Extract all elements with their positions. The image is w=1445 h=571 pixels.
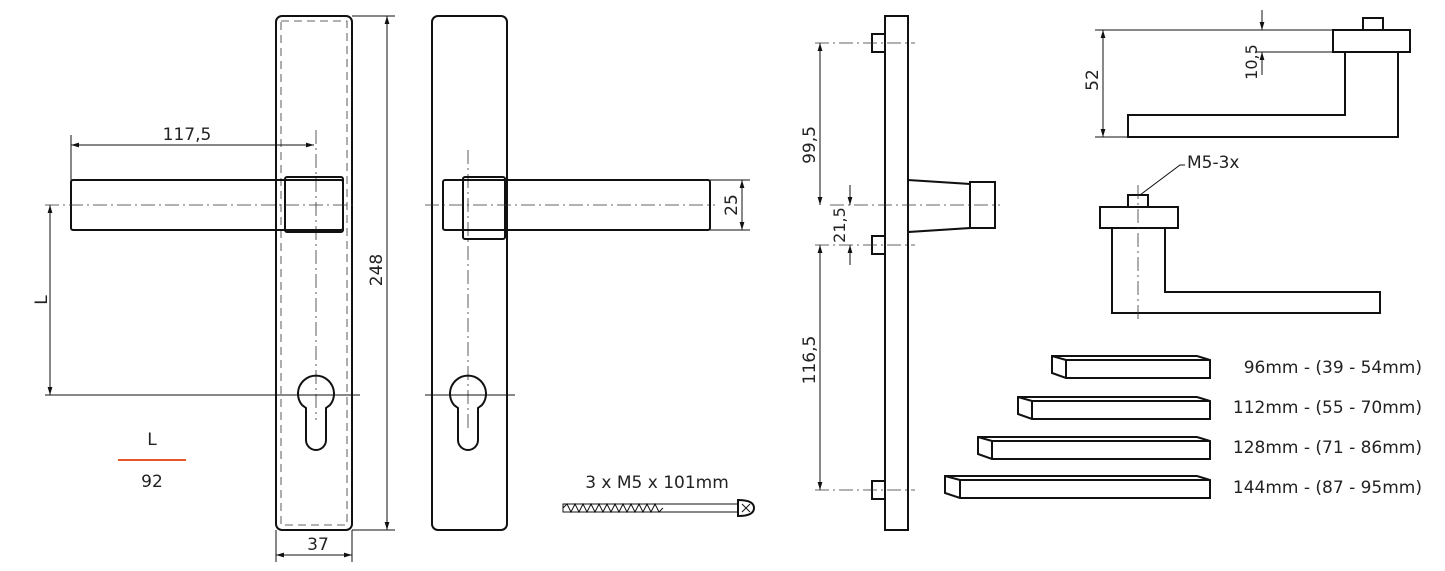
screw-thread-label: M5-3x	[1187, 153, 1240, 173]
spindle-option-label: 128mm - (71 - 86mm)	[1233, 438, 1422, 458]
keyhole-icon	[449, 374, 487, 451]
rear-view-plate: 25	[425, 15, 750, 531]
spindle-option: 128mm - (71 - 86mm)	[977, 436, 1422, 460]
lower-screw-dim: 116,5	[800, 336, 820, 385]
screw-head-icon	[737, 498, 756, 518]
spindle-option-label: 144mm - (87 - 95mm)	[1233, 478, 1422, 498]
rose-height-dim: 10,5	[1242, 44, 1261, 80]
lever-side-view-top: 52 10,5	[1083, 10, 1411, 138]
upper-screw-dim: 99,5	[800, 126, 820, 164]
spindle-option: 96mm - (39 - 54mm)	[1051, 355, 1422, 379]
lever-thickness-dim: 25	[722, 194, 742, 216]
screws: 3 x M5 x 101mm	[562, 473, 756, 518]
spindle-option: 112mm - (55 - 70mm)	[1017, 396, 1422, 420]
lever-height-dim: 52	[1083, 69, 1103, 91]
spindle-option-label: 96mm - (39 - 54mm)	[1244, 358, 1422, 378]
front-view-plate: 117,5 L L 92 248 37	[32, 15, 395, 562]
side-view: 99,5 21,5 116,5	[800, 15, 1000, 531]
plate-width-dim: 37	[307, 535, 329, 555]
keyhole-icon	[297, 374, 335, 451]
spindle-option: 144mm - (87 - 95mm)	[944, 475, 1422, 499]
lever-length-dim: 117,5	[163, 125, 212, 145]
plate-height-dim: 248	[367, 254, 387, 286]
spindle-offset-dim: 21,5	[830, 207, 849, 243]
lever-side-view-bottom: M5-3x	[1099, 153, 1381, 320]
screws-label: 3 x M5 x 101mm	[585, 473, 729, 493]
spindle-options: 96mm - (39 - 54mm) 112mm - (55 - 70mm) 1…	[944, 355, 1422, 499]
fraction-top: L	[147, 430, 157, 450]
fraction-value: 92	[141, 472, 163, 492]
distance-l-dim: L	[32, 295, 52, 305]
spindle-option-label: 112mm - (55 - 70mm)	[1233, 398, 1422, 418]
